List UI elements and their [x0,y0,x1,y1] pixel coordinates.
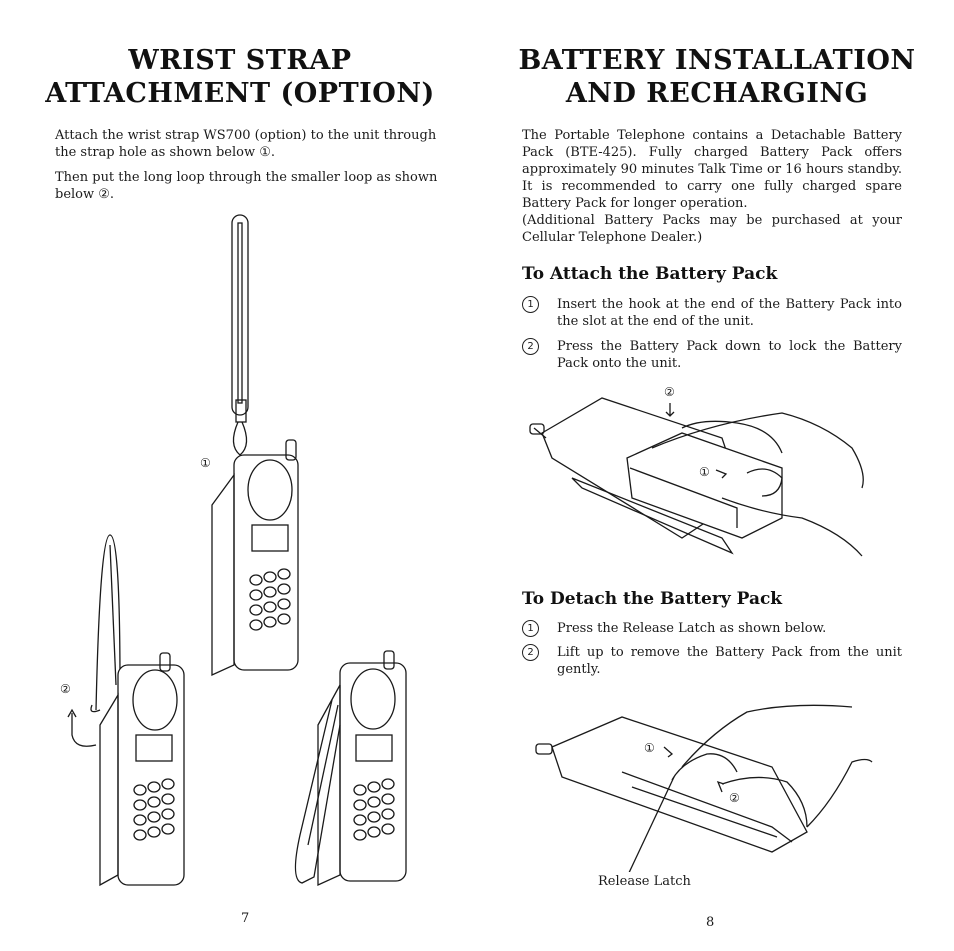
title-line-1: BATTERY INSTALLATION [518,45,916,76]
detach-fig-label-2: ② [729,791,740,805]
attach-step-2: 2 Press the Battery Pack down to lock th… [522,338,902,372]
strap-instruction-2: Then put the long loop through the small… [55,170,438,202]
phone-b-keypad [133,778,175,841]
release-latch-caption: Release Latch [598,874,691,889]
step-text: Insert the hook at the end of the Batter… [557,297,902,329]
phone-c-illustration [294,650,407,887]
step-text: Press the Battery Pack down to lock the … [557,339,902,371]
wrist-strap-illustration: ① ② [60,214,407,887]
attach-step-1: 1 Insert the hook at the end of the Batt… [522,296,902,330]
step-number: 1 [522,296,539,313]
left-page: WRIST STRAP ATTACHMENT (OPTION) Attach t… [30,44,450,926]
attach-fig-label-1: ① [699,465,710,479]
detach-fig-label-1: ① [644,741,655,755]
detach-heading: To Detach the Battery Pack [522,589,783,609]
right-page: BATTERY INSTALLATION AND RECHARGING The … [477,0,954,951]
battery-intro-note: (Additional Battery Packs may be purchas… [522,213,902,245]
phone-c-keypad [353,778,395,841]
detach-step-1: 1 Press the Release Latch as shown below… [522,620,902,638]
strap-instruction-1: Attach the wrist strap WS700 (option) to… [55,128,437,160]
detach-battery-illustration: ① ② [535,704,873,872]
step-number: 2 [522,338,539,355]
figure-label-2: ② [60,682,71,696]
battery-intro: The Portable Telephone contains a Detach… [522,128,902,211]
attach-heading: To Attach the Battery Pack [522,264,778,284]
page-number-7: 7 [241,911,250,926]
attach-fig-label-2: ② [664,385,675,399]
phone-b-illustration [67,534,185,887]
step-number: 2 [522,644,539,661]
wrist-strap-title: WRIST STRAP ATTACHMENT (OPTION) [30,44,450,110]
phone-a-keypad [249,568,291,631]
phone-a-illustration [211,214,299,677]
detach-step-2: 2 Lift up to remove the Battery Pack fro… [522,644,902,678]
step-text: Lift up to remove the Battery Pack from … [557,645,902,677]
title-line-2: ATTACHMENT (OPTION) [45,78,435,109]
step-number: 1 [522,620,539,637]
figure-label-1: ① [200,456,211,470]
title-line-1: WRIST STRAP [128,45,352,76]
step-text: Press the Release Latch as shown below. [557,621,827,636]
page-number-8: 8 [706,915,715,930]
battery-title: BATTERY INSTALLATION AND RECHARGING [507,44,927,110]
attach-battery-illustration: ② ① [529,385,864,557]
title-line-2: AND RECHARGING [565,78,869,109]
